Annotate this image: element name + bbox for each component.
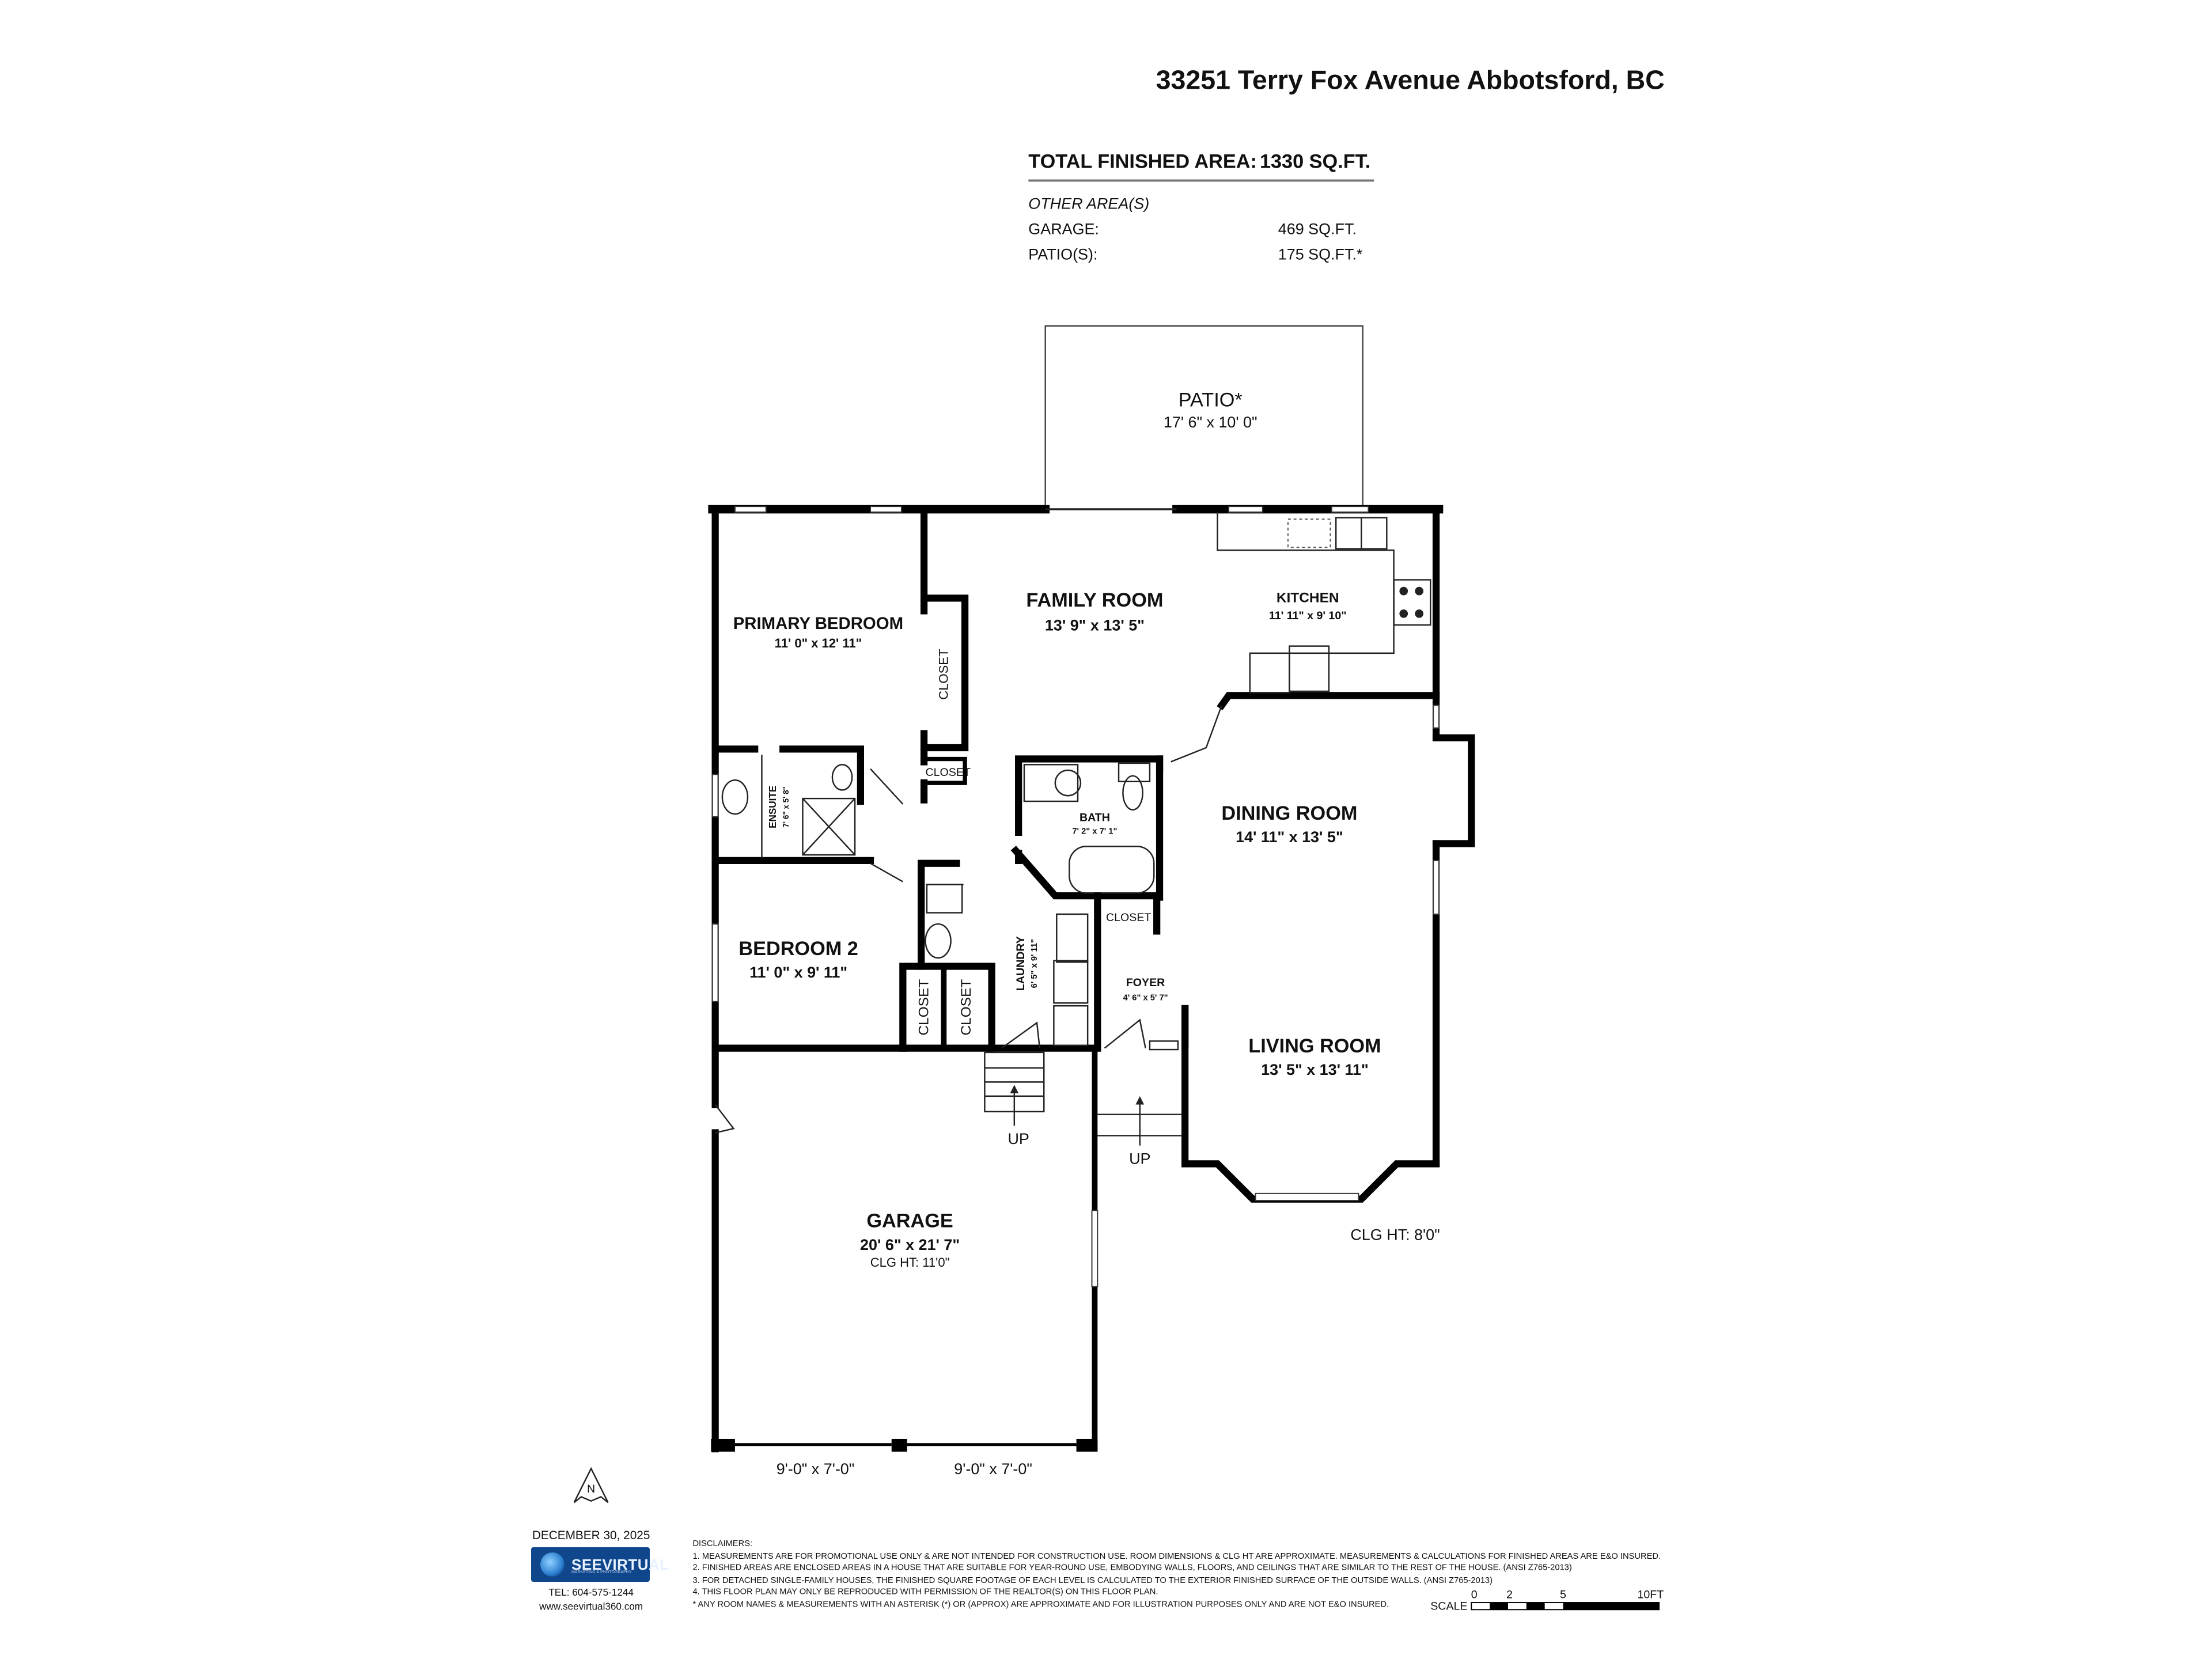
company-phone: TEL: 604-575-1244 — [548, 1586, 634, 1598]
total-finished-area-label: TOTAL FINISHED AREA: — [1028, 150, 1257, 172]
foyer-closet-label: CLOSET — [1106, 911, 1151, 924]
ensuite-dims: 7' 6" x 5' 8" — [782, 786, 790, 828]
north-compass-icon: N — [573, 1467, 609, 1503]
small-closet-label: CLOSET — [926, 766, 971, 779]
disclaimers-title: DISCLAIMERS: — [692, 1539, 752, 1548]
garage-ceiling-height: CLG HT: 11'0" — [870, 1255, 950, 1270]
family-room-dims: 13' 9" x 13' 5" — [1045, 617, 1145, 634]
ensuite-name: ENSUITE — [767, 786, 778, 828]
disclaimer-5: * ANY ROOM NAMES & MEASUREMENTS WITH AN … — [692, 1600, 1389, 1609]
laundry-name: LAUNDRY — [1014, 936, 1027, 991]
living-room-dims: 13' 5" x 13' 11" — [1261, 1061, 1369, 1078]
garage-door-2-size: 9'-0" x 7'-0" — [954, 1460, 1032, 1478]
logo-subtext: MARKETING & PHOTOGRAPHY — [571, 1570, 632, 1574]
ceiling-height-label: CLG HT: 8'0" — [1350, 1226, 1440, 1244]
address-title: 33251 Terry Fox Avenue Abbotsford, BC — [1156, 65, 1665, 94]
disclaimer-4: 4. THIS FLOOR PLAN MAY ONLY BE REPRODUCE… — [692, 1587, 1158, 1596]
garage-dims: 20' 6" x 21' 7" — [860, 1236, 960, 1253]
room-labels: PRIMARY BEDROOM 11' 0" x 12' 11" FAMILY … — [733, 589, 1440, 1478]
patio-area-value: 175 SQ.FT.* — [1278, 246, 1363, 263]
laundry-dims: 6' 5" x 9' 11" — [1030, 939, 1039, 988]
garage-area-value: 469 SQ.FT. — [1278, 221, 1357, 238]
disclaimer-1: 1. MEASUREMENTS ARE FOR PROMOTIONAL USE … — [692, 1552, 1661, 1561]
bath-dims: 7' 2" x 7' 1" — [1072, 827, 1117, 836]
disclaimer-2: 2. FINISHED AREAS ARE ENCLOSED AREAS IN … — [692, 1563, 1571, 1573]
exterior-walls — [708, 505, 1475, 1453]
foyer-name: FOYER — [1126, 976, 1165, 989]
seevirtual-logo: SEEVIRTUAL MARKETING & PHOTOGRAPHY — [531, 1547, 669, 1582]
bedroom-2-name: BEDROOM 2 — [738, 938, 858, 960]
kitchen-name: KITCHEN — [1277, 590, 1339, 606]
patio-area-label: PATIO(S): — [1028, 246, 1097, 263]
scale-tick-2: 2 — [1506, 1589, 1513, 1601]
scale-tick-0: 0 — [1471, 1589, 1478, 1601]
kitchen-dims: 11' 11" x 9' 10" — [1269, 609, 1347, 622]
primary-closet-label: CLOSET — [937, 649, 951, 700]
compass-label: N — [587, 1483, 595, 1495]
scale-label: SCALE — [1430, 1600, 1467, 1612]
garage-door-1-size: 9'-0" x 7'-0" — [777, 1460, 855, 1478]
disclaimer-3: 3. FOR DETACHED SINGLE-FAMILY HOUSES, TH… — [692, 1576, 1493, 1585]
foyer-dims: 4' 6" x 5' 7" — [1123, 993, 1168, 1002]
garage-stairs-up-label: UP — [1007, 1130, 1029, 1147]
scale-tick-5: 5 — [1560, 1589, 1566, 1601]
interior-walls — [711, 505, 1440, 1146]
company-website: www.seevirtual360.com — [539, 1600, 643, 1612]
dining-room-name: DINING ROOM — [1221, 802, 1357, 824]
patio-dims: 17' 6" x 10' 0" — [1164, 414, 1257, 431]
family-room-name: FAMILY ROOM — [1026, 589, 1163, 611]
garage-area-label: GARAGE: — [1028, 221, 1099, 238]
dining-room-dims: 14' 11" x 13' 5" — [1236, 828, 1343, 846]
scale-bar: SCALE 0 2 5 10FT — [1430, 1589, 1664, 1613]
total-finished-area-value: 1330 SQ.FT. — [1260, 150, 1370, 172]
primary-bedroom-name: PRIMARY BEDROOM — [733, 614, 903, 633]
disclaimers: DISCLAIMERS: 1. MEASUREMENTS ARE FOR PRO… — [692, 1539, 1661, 1609]
primary-bedroom-dims: 11' 0" x 12' 11" — [775, 636, 862, 650]
bath-name: BATH — [1080, 811, 1110, 824]
patio: PATIO* 17' 6" x 10' 0" — [1044, 325, 1363, 508]
logo-swirl-icon — [540, 1552, 565, 1577]
entry-stairs-up-label: UP — [1129, 1150, 1150, 1167]
bedroom-2-closet-b-label: CLOSET — [959, 979, 974, 1036]
patio-name: PATIO* — [1179, 389, 1243, 411]
logo-text: SEEVIRTUAL — [571, 1555, 669, 1573]
scale-tick-10: 10FT — [1637, 1589, 1664, 1601]
bedroom-2-dims: 11' 0" x 9' 11" — [749, 964, 847, 981]
garage-name: GARAGE — [866, 1210, 953, 1232]
bedroom-2-closet-a-label: CLOSET — [916, 979, 931, 1036]
living-room-name: LIVING ROOM — [1248, 1035, 1381, 1057]
other-areas-label: OTHER AREA(S) — [1028, 195, 1149, 212]
plan-date: DECEMBER 30, 2025 — [532, 1529, 650, 1542]
